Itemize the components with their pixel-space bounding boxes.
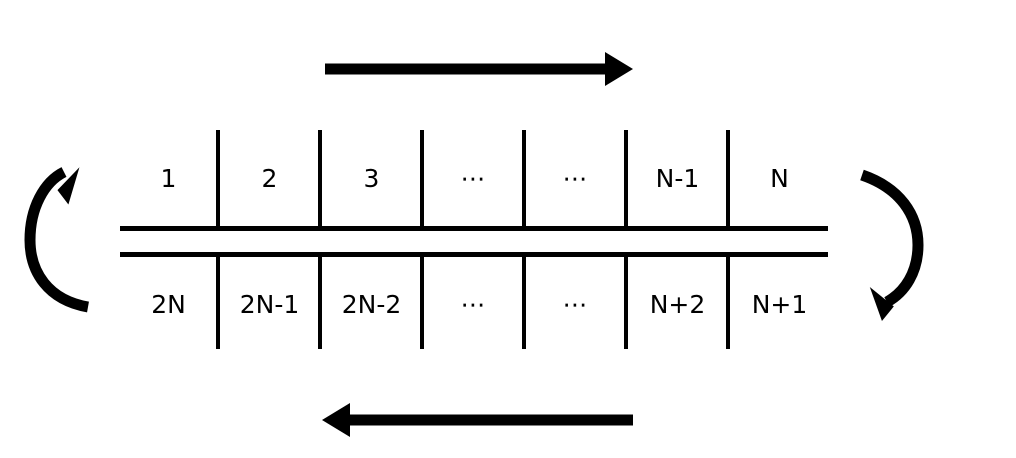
bottom-row-dividers: [216, 255, 730, 349]
bottom-row-divider: [726, 255, 730, 349]
bottom-cell-ellipsis-1: ⋯: [460, 290, 487, 319]
bottom-cell-2n-minus-2: 2N-2: [341, 290, 402, 319]
top-cell-n-minus-1: N-1: [655, 164, 700, 193]
top-row-divider: [522, 130, 526, 228]
right-wrap-arrow: [860, 169, 924, 321]
bottom-direction-arrow: [322, 403, 633, 437]
top-direction-arrow-head: [605, 52, 633, 86]
right-wrap-arrow-arc: [860, 169, 924, 307]
center-divider-upper-line: [120, 226, 828, 231]
left-wrap-arrow: [24, 167, 90, 313]
top-row-divider: [420, 130, 424, 228]
top-cell-ellipsis-1: ⋯: [460, 164, 487, 193]
bottom-direction-arrow-shaft: [342, 414, 633, 426]
bottom-cell-2n-minus-1: 2N-1: [239, 290, 300, 319]
top-row-divider: [624, 130, 628, 228]
top-row-divider: [216, 130, 220, 228]
top-cell-n: N: [770, 164, 789, 193]
bottom-cell-n-plus-1: N+1: [751, 290, 808, 319]
top-direction-arrow: [325, 52, 633, 86]
bottom-row-divider: [624, 255, 628, 349]
top-cell-2: 2: [261, 164, 278, 193]
top-row-divider: [318, 130, 322, 228]
top-cell-1: 1: [160, 164, 177, 193]
bottom-direction-arrow-head: [322, 403, 350, 437]
center-divider-lower-line: [120, 252, 828, 257]
bottom-row-divider: [522, 255, 526, 349]
left-wrap-arrow-arc: [24, 167, 90, 313]
center-divider: [120, 226, 828, 257]
top-row-divider: [726, 130, 730, 228]
left-wrap-arrow-head: [57, 167, 80, 205]
bottom-row-divider: [318, 255, 322, 349]
top-row-dividers: [216, 130, 730, 228]
right-wrap-arrow-head: [869, 287, 894, 321]
bottom-cell-2n: 2N: [151, 290, 186, 319]
top-direction-arrow-shaft: [325, 63, 613, 75]
top-cell-3: 3: [363, 164, 380, 193]
bottom-cell-n-plus-2: N+2: [649, 290, 706, 319]
bottom-cell-ellipsis-2: ⋯: [562, 290, 589, 319]
bottom-row-divider: [216, 255, 220, 349]
top-cell-ellipsis-2: ⋯: [562, 164, 589, 193]
bottom-row-divider: [420, 255, 424, 349]
